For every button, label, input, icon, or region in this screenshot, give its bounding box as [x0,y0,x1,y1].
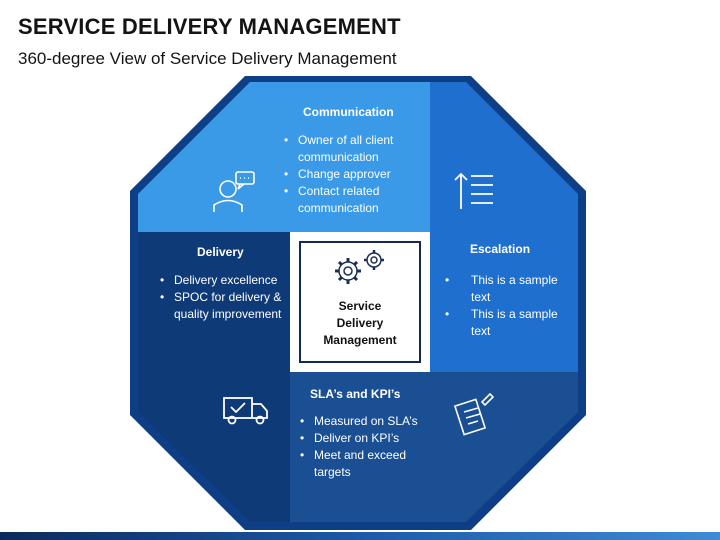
delivery-truck-icon [223,397,268,425]
bottom-accent-bar [0,532,720,540]
sla-title: SLA’s and KPI’s [310,387,401,401]
list-item: Meet and exceed targets [300,447,430,481]
communication-title: Communication [303,105,394,119]
list-item: SPOC for delivery & quality improvement [160,289,285,323]
list-item: Delivery excellence [160,272,285,289]
center-label-line: Service [338,299,382,313]
center-label-line: Management [323,333,397,347]
page-title: SERVICE DELIVERY MANAGEMENT [18,14,401,39]
list-item: This is a sample text [445,272,575,306]
center-frame-arrows [299,241,421,363]
sla-list: Measured on SLA’s Deliver on KPI’s Meet … [300,413,430,481]
center-box [290,232,430,372]
clipboard-checklist-icon [453,392,495,436]
customer-support-chat-icon [213,171,255,212]
list-item: Contact related communication [284,183,419,217]
delivery-title: Delivery [197,245,244,259]
page-subtitle: 360-degree View of Service Delivery Mana… [18,49,397,68]
list-item: Change approver [284,166,419,183]
center-label-line: Delivery [336,316,384,330]
escalation-sort-icon [454,172,493,209]
escalation-list: This is a sample text This is a sample t… [445,272,575,340]
list-item: Deliver on KPI’s [300,430,430,447]
list-item: Measured on SLA’s [300,413,430,430]
center-label: Service Delivery Management [300,298,420,349]
list-item: Owner of all client communication [284,132,419,166]
escalation-title: Escalation [470,242,531,256]
communication-list: Owner of all client communication Change… [284,132,419,217]
list-item: This is a sample text [445,306,575,340]
delivery-list: Delivery excellence SPOC for delivery & … [160,272,285,323]
gears-icon [335,250,384,284]
